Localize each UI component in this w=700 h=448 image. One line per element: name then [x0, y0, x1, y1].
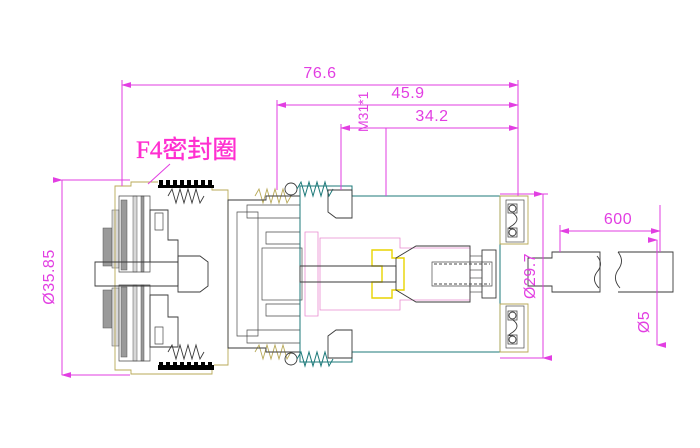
cable-break-left [594, 255, 601, 289]
cable-end [618, 251, 674, 293]
seal-ring-bottom [158, 362, 214, 370]
dimension-overall-length: 76.6 [121, 65, 519, 196]
coil-spring-top-left [167, 187, 205, 205]
dim-label-overall-length: 76.6 [303, 65, 336, 82]
left-rotor-stack [102, 195, 179, 362]
dim-label-mid-length: 45.9 [391, 85, 424, 102]
seal-note-label: F4密封圈 [136, 136, 237, 164]
dimension-cable-length: 600 [559, 205, 661, 252]
inner-chamber-pink [319, 237, 471, 311]
dim-label-left-diameter: Ø35.85 [41, 249, 58, 304]
rod-end-block [481, 249, 497, 299]
dim-label-cable-diameter: Ø5 [636, 311, 653, 333]
dim-label-inner-length: 34.2 [415, 108, 448, 125]
shaft-collar [177, 255, 209, 293]
piston-yellow [371, 249, 405, 299]
central-body [227, 195, 303, 353]
dimension-connector-diameter: Ø29.7 [500, 191, 552, 361]
seal-note-leader [147, 163, 171, 185]
rod-notch-bottom [469, 277, 483, 293]
coil-spring-top-right [296, 180, 334, 198]
dimension-inner-length: 34.2 [340, 108, 519, 190]
threaded-rod [431, 261, 493, 287]
rod-notch-top [469, 255, 483, 271]
piston-head [395, 245, 471, 303]
housing-bottom-lug [327, 329, 353, 359]
dim-label-cable-length: 600 [604, 211, 632, 228]
thread-lines [434, 263, 490, 285]
seal-ring-top [158, 180, 214, 188]
dim-label-thread-spec: M31*1 [355, 91, 371, 132]
annotation-seal-note: F4密封圈 [136, 136, 238, 185]
assembly-cross-section [94, 180, 674, 375]
detail-circle-top [284, 182, 298, 196]
dimension-cable-diameter: Ø5 [636, 237, 666, 348]
coil-spring-bottom-left [167, 343, 205, 361]
dimension-mid-length: 45.9 [276, 85, 519, 190]
dimension-left-diameter: Ø35.85 [41, 177, 130, 378]
left-housing-outline [114, 181, 229, 375]
cable-break-right [615, 251, 622, 289]
right-connector [499, 195, 529, 353]
pink-flange [304, 231, 319, 317]
dimension-thread-spec: M31*1 [355, 91, 387, 196]
housing-top-lug [327, 189, 353, 219]
dim-label-connector-diameter: Ø29.7 [522, 253, 539, 299]
coil-spring-bottom-right [296, 350, 334, 368]
